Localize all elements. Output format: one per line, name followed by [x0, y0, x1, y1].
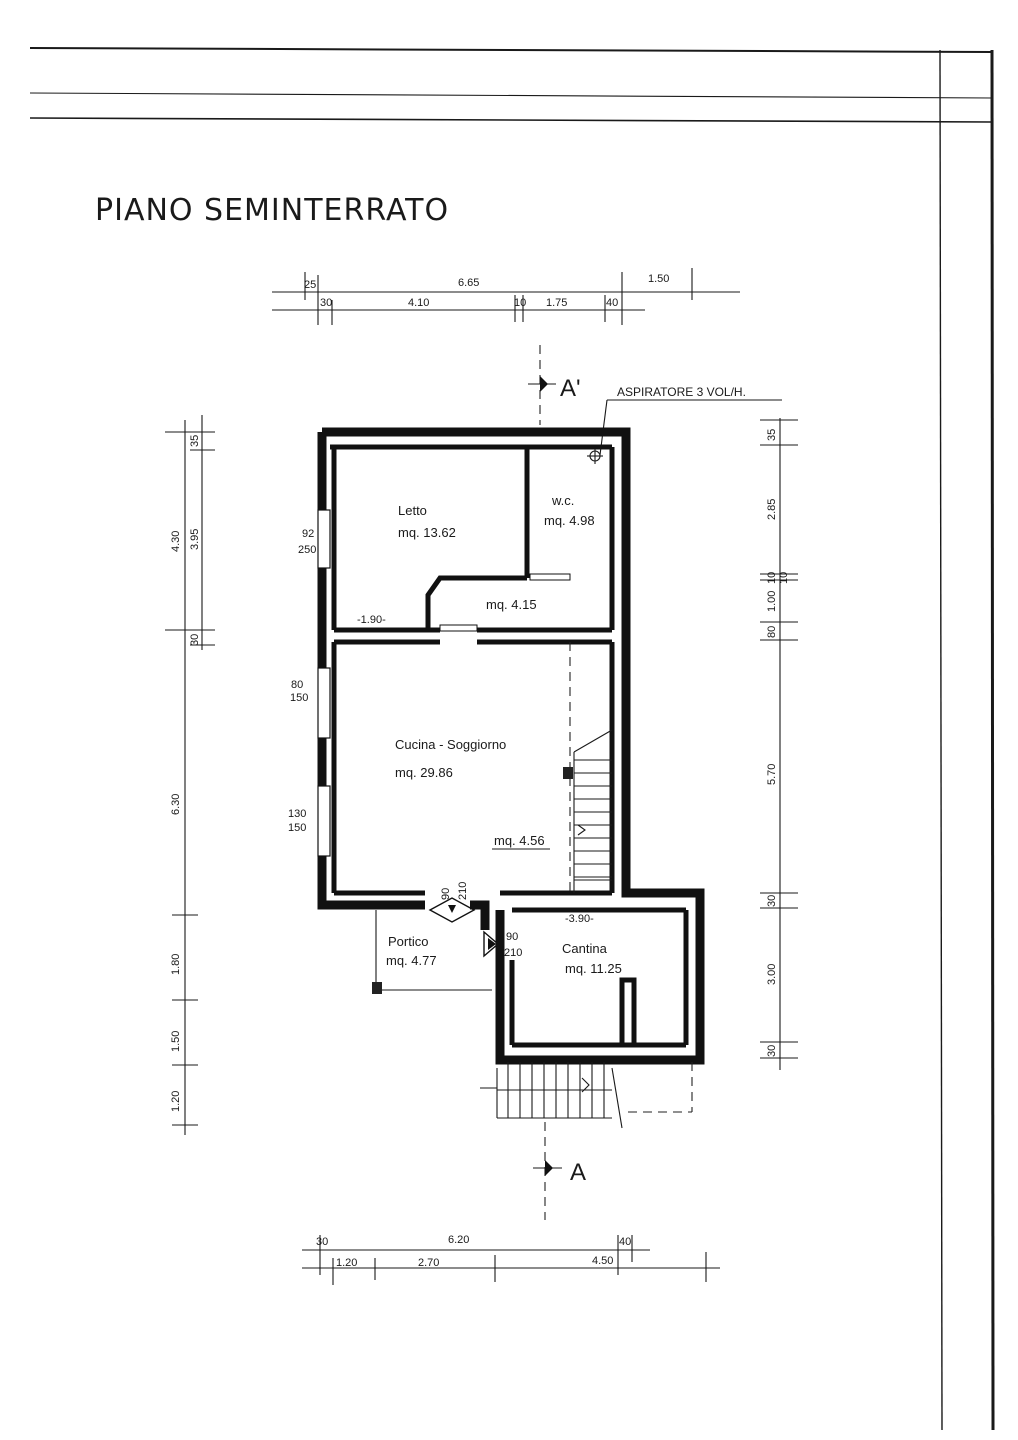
dim-left-35: 35: [189, 435, 201, 447]
opening-w2-width: 80: [291, 679, 303, 691]
opening-w1-height: 250: [298, 544, 316, 556]
dim-left-630: 6.30: [170, 794, 182, 815]
dim-bottom-40: 40: [619, 1236, 631, 1248]
dim-right-300: 3.00: [766, 964, 778, 985]
internal-stair: [563, 642, 613, 893]
dim-right-100: 1.00: [766, 591, 778, 612]
room-letto-area: mq. 13.62: [398, 525, 456, 540]
room-disimpegno-area: mq. 4.15: [486, 597, 537, 612]
doors: [428, 897, 500, 958]
dim-left-150: 1.50: [170, 1031, 182, 1052]
dim-bottom-30: 30: [316, 1236, 328, 1248]
windows: [317, 509, 571, 857]
dim-top-175: 1.75: [546, 297, 567, 309]
room-portico-name: Portico: [388, 934, 428, 949]
section-label-a-prime: A': [560, 375, 581, 402]
dim-left-30: 30: [189, 634, 201, 646]
external-stair: [480, 1062, 693, 1129]
dim-left-120: 1.20: [170, 1091, 182, 1112]
wall-label-190: -1.90-: [357, 614, 386, 626]
dim-bottom-450: 4.50: [592, 1255, 613, 1267]
dim-left-180: 1.80: [170, 954, 182, 975]
room-cantina-area: mq. 11.25: [565, 961, 622, 976]
room-cucina-name: Cucina - Soggiorno: [395, 737, 506, 752]
dim-bottom-120: 1.20: [336, 1257, 357, 1269]
dim-right-30b: 30: [766, 1045, 778, 1057]
left-dimensions: 4.30 6.30 1.80 1.50 1.20 35 3.95 30: [165, 415, 215, 1135]
opening-w1-width: 92: [302, 528, 314, 540]
dim-top-25: 25: [304, 279, 316, 291]
plan-title: PIANO SEMINTERRATO: [95, 193, 449, 228]
dim-right-10b: 10: [778, 572, 790, 584]
dim-top-30: 30: [320, 297, 332, 309]
bottom-dimensions: 30 6.20 40 1.20 2.70 4.50: [302, 1234, 720, 1285]
dim-top-665: 6.65: [458, 277, 479, 289]
opening-d1-height: 210: [457, 882, 469, 900]
section-marker-bottom: A: [533, 1122, 586, 1220]
dim-right-285: 2.85: [766, 499, 778, 520]
room-letto-name: Letto: [398, 503, 427, 518]
walls: [317, 427, 705, 1065]
dim-right-35: 35: [766, 429, 778, 441]
wall-label-390: -3.90-: [565, 913, 594, 925]
room-scala-area: mq. 4.56: [494, 833, 545, 848]
dim-top-40: 40: [606, 297, 618, 309]
opening-d2-height: 210: [504, 947, 522, 959]
right-dimensions: 35 2.85 10 1.00 10 80 5.70 30 3.00 30: [760, 418, 798, 1070]
dim-right-80: 80: [766, 626, 778, 638]
aspiratore-label: ASPIRATORE 3 VOL/H.: [617, 385, 746, 399]
dim-bottom-270: 2.70: [418, 1257, 439, 1269]
opening-d1-width: 90: [440, 888, 452, 900]
opening-w3-width: 130: [288, 808, 306, 820]
top-dimensions: 25 6.65 1.50 30 4.10 10 1.75 40: [272, 268, 740, 325]
dim-right-30a: 30: [766, 895, 778, 907]
opening-d2-width: 90: [506, 931, 518, 943]
room-portico-area: mq. 4.77: [386, 953, 437, 968]
section-marker-top: A': [528, 345, 581, 425]
dim-top-10: 10: [514, 297, 526, 309]
room-cantina-name: Cantina: [562, 941, 608, 956]
dim-bottom-620: 6.20: [448, 1234, 469, 1246]
opening-w3-height: 150: [288, 822, 306, 834]
dim-right-570: 5.70: [766, 764, 778, 785]
dim-top-410: 4.10: [408, 297, 429, 309]
section-label-a: A: [570, 1159, 586, 1186]
opening-w2-height: 150: [290, 692, 308, 704]
room-wc-area: mq. 4.98: [544, 513, 595, 528]
dim-left-430: 4.30: [170, 531, 182, 552]
porch-pillar: [372, 982, 382, 994]
dim-left-395: 3.95: [189, 529, 201, 550]
room-wc-name: w.c.: [551, 493, 574, 508]
dim-top-150: 1.50: [648, 273, 669, 285]
room-cucina-area: mq. 29.86: [395, 765, 453, 780]
sheet-border: [29, 47, 995, 1431]
aspiratore-note: ASPIRATORE 3 VOL/H.: [587, 385, 782, 464]
dim-right-10a: 10: [766, 572, 778, 584]
